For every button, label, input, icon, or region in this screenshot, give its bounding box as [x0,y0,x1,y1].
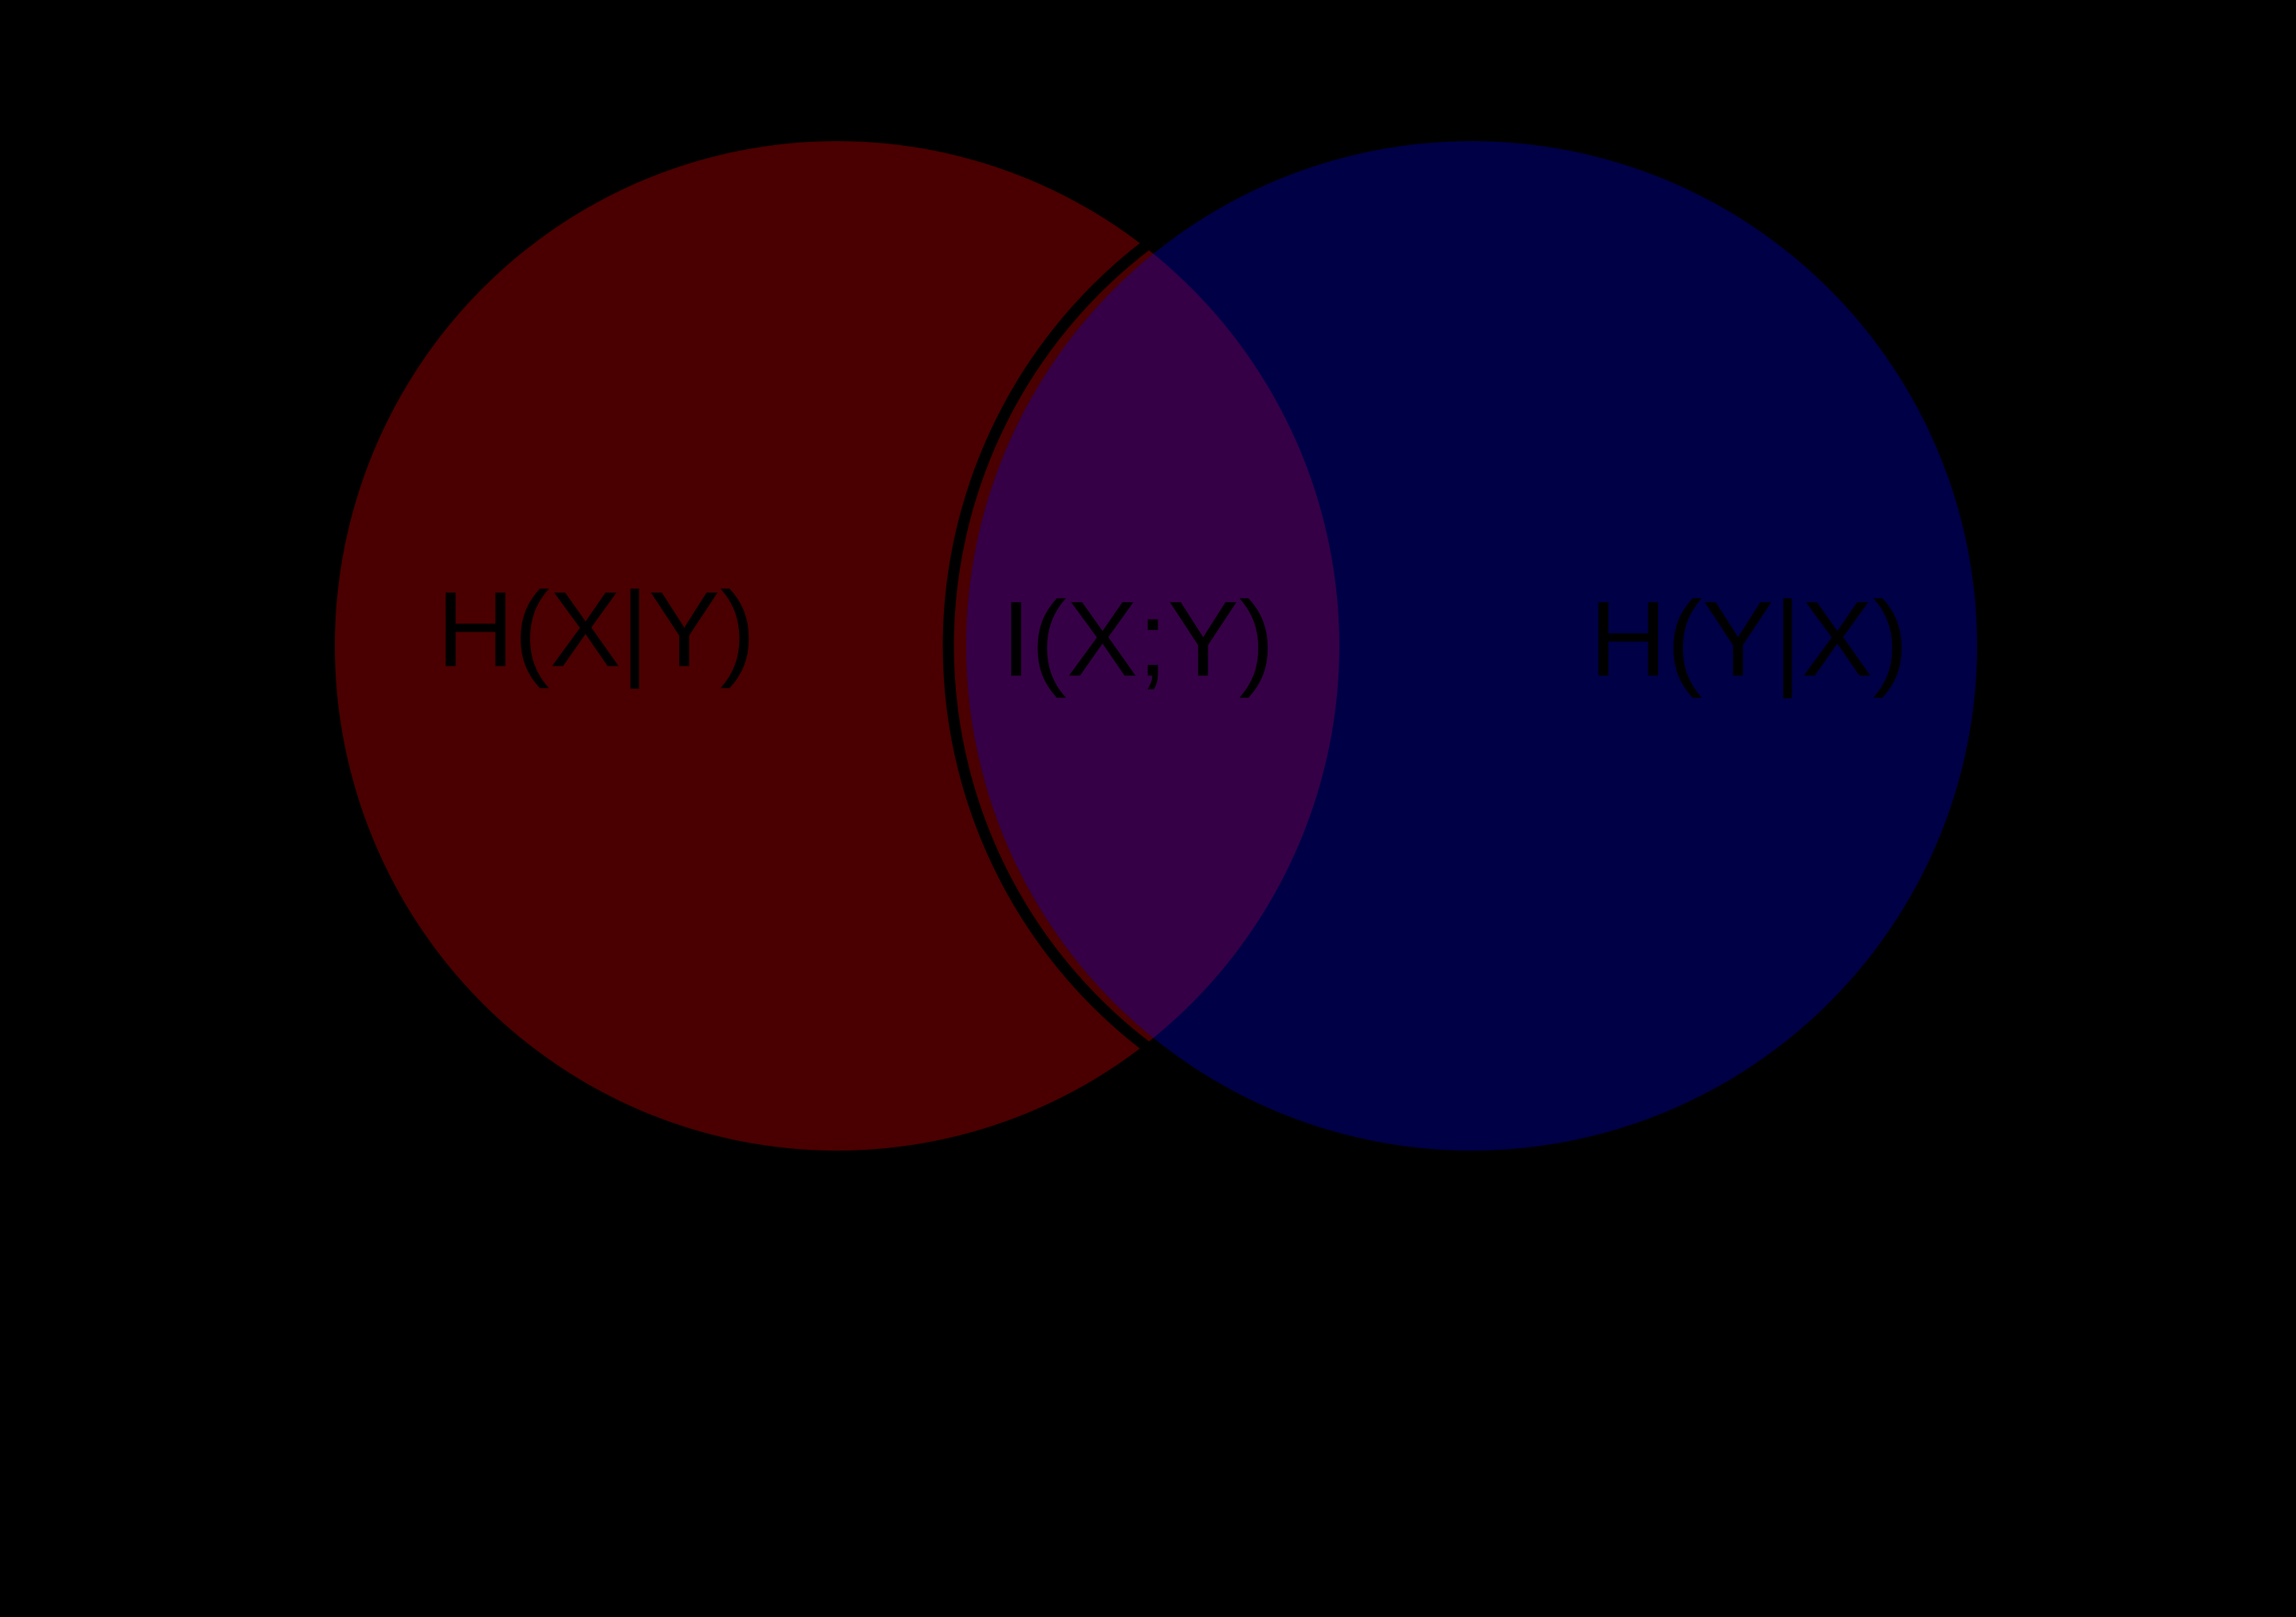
label-conditional-entropy-x-given-y: H(X|Y) [437,570,756,689]
label-mutual-information: I(X;Y) [1001,580,1274,698]
overlap-outline [942,239,1152,1052]
intersection-region [966,141,1339,1151]
label-conditional-entropy-y-given-x: H(Y|X) [1590,580,1909,698]
